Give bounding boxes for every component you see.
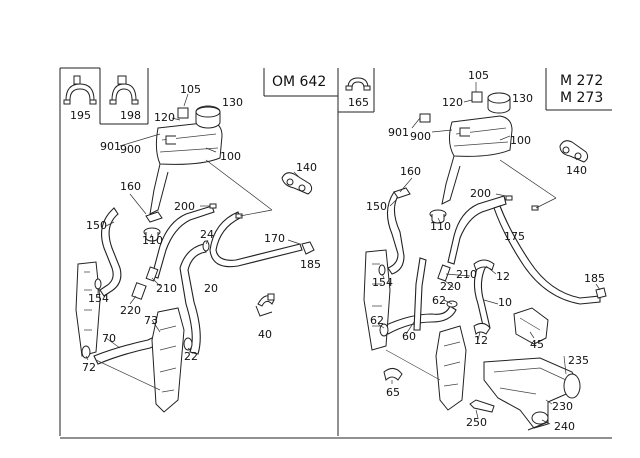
- label-165: 165: [348, 96, 369, 109]
- label-20-left: 20: [204, 282, 218, 295]
- label-120-left: 120: [154, 111, 175, 124]
- label-24-left: 24: [200, 228, 214, 241]
- label-198: 198: [120, 109, 141, 122]
- leaders-right: [377, 82, 601, 425]
- model-box-om642: [263, 68, 338, 97]
- label-230-right: 230: [552, 400, 573, 413]
- label-160-left: 160: [120, 180, 141, 193]
- label-100-left: 100: [220, 150, 241, 163]
- hose-200-right: [447, 195, 507, 265]
- label-130-left: 130: [222, 96, 243, 109]
- small-parts-right: [378, 187, 607, 381]
- label-65-right: 65: [386, 386, 400, 399]
- expansion-tank-right: [419, 91, 513, 205]
- label-220-left: 220: [120, 304, 141, 317]
- label-60-right: 60: [402, 330, 416, 343]
- label-140-left: 140: [296, 161, 317, 174]
- small-parts-left: [81, 203, 315, 359]
- label-40-left: 40: [258, 328, 272, 341]
- label-130-right: 130: [512, 92, 533, 105]
- hose-175-right: [493, 205, 601, 305]
- label-62-lower-right: 62: [370, 314, 384, 327]
- label-240-right: 240: [554, 420, 575, 433]
- label-105-left: 105: [180, 83, 201, 96]
- hose-20-left: [179, 243, 207, 355]
- label-45-right: 45: [530, 338, 544, 351]
- label-901-left: 901: [100, 140, 121, 153]
- label-160-right: 160: [400, 165, 421, 178]
- engine-block-left: [75, 261, 185, 413]
- label-235-right: 235: [568, 354, 589, 367]
- label-10-right: 10: [498, 296, 512, 309]
- hose-150-right: [386, 191, 405, 275]
- label-72-left: 72: [82, 361, 96, 374]
- model-label-m273: M 273: [560, 90, 603, 106]
- label-185-left: 185: [300, 258, 321, 271]
- hose-200-left: [151, 205, 215, 279]
- hose-150-left: [99, 207, 122, 297]
- label-900-right: 900: [410, 130, 431, 143]
- label-220-right: 220: [440, 280, 461, 293]
- label-170-left: 170: [264, 232, 285, 245]
- label-250-right: 250: [466, 416, 487, 429]
- leaders-left: [85, 93, 301, 361]
- label-195: 195: [70, 109, 91, 122]
- label-110-left: 110: [142, 234, 163, 247]
- model-box-m272: [545, 68, 612, 111]
- label-105-right: 105: [468, 69, 489, 82]
- label-110-right: 110: [430, 220, 451, 233]
- label-150-right: 150: [366, 200, 387, 213]
- hose-170-left: [209, 211, 303, 268]
- label-70-left: 70: [102, 332, 116, 345]
- label-185-right: 185: [584, 272, 605, 285]
- label-200-right: 200: [470, 187, 491, 200]
- label-140-right: 140: [566, 164, 587, 177]
- thermostat-housing-45: [513, 307, 549, 345]
- clamp-140-left: [281, 172, 313, 195]
- label-22-left: 22: [184, 350, 198, 363]
- labels-right: M 272 M 273 165 105 120 130 901 900 100 …: [348, 69, 605, 433]
- inset-box-165: [338, 68, 375, 113]
- hose-pipe-right: [413, 257, 427, 331]
- label-900-left: 900: [120, 143, 141, 156]
- label-200-left: 200: [174, 200, 195, 213]
- clamp-140-right: [559, 140, 589, 163]
- label-210-right: 210: [456, 268, 477, 281]
- label-62-upper-right: 62: [432, 294, 446, 307]
- label-12-lower-right: 12: [474, 334, 488, 347]
- label-154-right: 154: [372, 276, 393, 289]
- label-210-left: 210: [156, 282, 177, 295]
- model-label-om642: OM 642: [272, 74, 326, 90]
- inset-box-198: [100, 68, 149, 125]
- inset-box-195: [60, 67, 101, 124]
- label-120-right: 120: [442, 96, 463, 109]
- label-150-left: 150: [86, 219, 107, 232]
- label-901-right: 901: [388, 126, 409, 139]
- expansion-tank-left: [149, 105, 223, 215]
- labels-left: OM 642 195 198 105 130 120 901 900 100 1…: [70, 74, 326, 374]
- label-100-right: 100: [510, 134, 531, 147]
- label-12-upper-right: 12: [496, 270, 510, 283]
- model-label-m272: M 272: [560, 73, 603, 89]
- label-73-left: 73: [144, 314, 158, 327]
- label-175-right: 175: [504, 230, 525, 243]
- label-154-left: 154: [88, 292, 109, 305]
- manifold-230: [469, 357, 581, 431]
